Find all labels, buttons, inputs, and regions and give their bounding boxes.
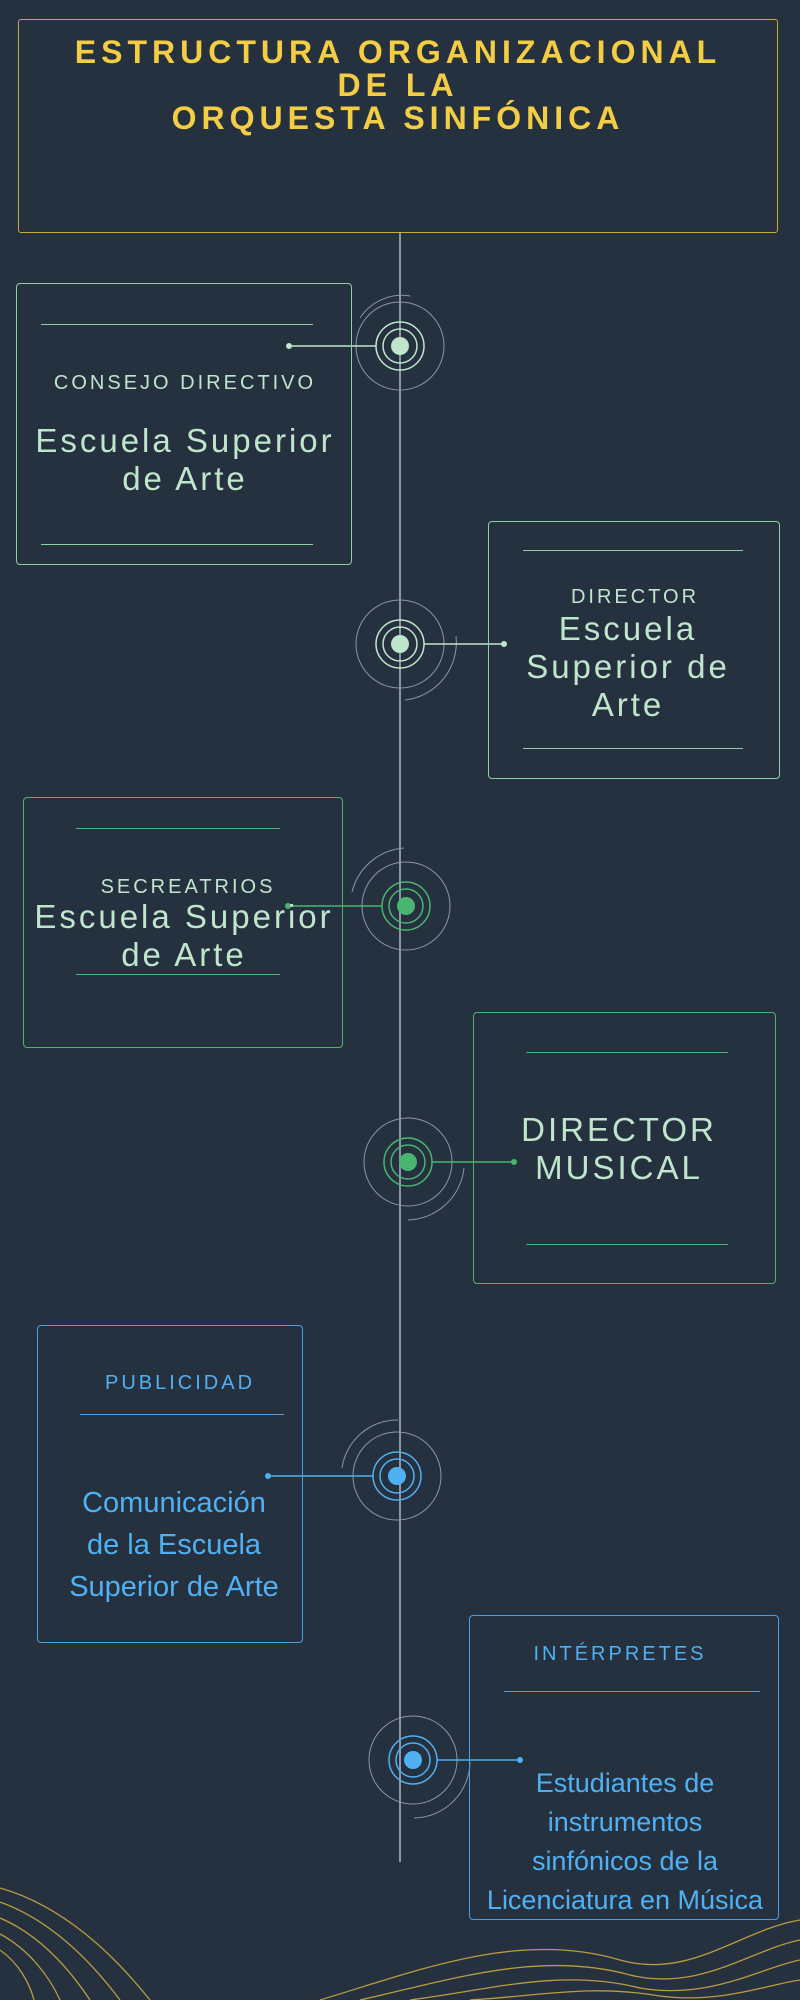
node-marker-director-musical <box>363 1117 517 1221</box>
divider <box>526 1052 728 1053</box>
card-category: INTÉRPRETES <box>533 1643 707 1665</box>
card-name-line: de Arte <box>121 936 247 973</box>
node-marker-publicidad <box>265 1419 442 1521</box>
divider <box>76 974 280 975</box>
divider <box>41 324 313 325</box>
card-name: Escuela Superior de Arte <box>24 898 344 974</box>
card-director: DIRECTOR Escuela Superior de Arte <box>488 521 780 779</box>
node-marker-secretarios <box>285 847 451 951</box>
card-name-line: instrumentos <box>547 1807 703 1837</box>
card-director-musical: DIRECTOR MUSICAL <box>473 1012 776 1284</box>
decorative-waves <box>0 1887 800 2000</box>
card-name-line: Superior de Arte <box>69 1571 279 1603</box>
card-name-line: Superior de <box>526 648 730 685</box>
card-name-line: de Arte <box>122 460 248 497</box>
card-category: DIRECTOR MUSICAL <box>474 1111 764 1187</box>
node-marker-director <box>355 599 507 701</box>
card-consejo-directivo: CONSEJO DIRECTIVO Escuela Superior de Ar… <box>16 283 352 565</box>
title-frame <box>18 19 778 233</box>
card-name-line: Comunicación <box>82 1487 266 1519</box>
card-category: DIRECTOR <box>570 586 700 608</box>
card-name: Comunicación de la Escuela Superior de A… <box>38 1482 310 1608</box>
card-name-line: Escuela <box>558 610 698 647</box>
card-name-line: sinfónicos de la <box>531 1846 719 1876</box>
card-name: Estudiantes de instrumentos sinfónicos d… <box>470 1764 780 1920</box>
divider <box>41 544 313 545</box>
node-marker-consejo <box>286 294 445 391</box>
page-title: ESTRUCTURA ORGANIZACIONAL DE LA ORQUESTA… <box>18 36 778 135</box>
card-category: PUBLICIDAD <box>104 1372 256 1394</box>
card-category: SECREATRIOS <box>100 876 276 898</box>
card-name-line: Escuela Superior <box>34 898 334 935</box>
card-category-line: DIRECTOR <box>521 1111 717 1148</box>
card-name: Escuela Superior de Arte <box>489 610 767 724</box>
divider <box>523 748 743 749</box>
divider <box>76 828 280 829</box>
card-name-line: Arte <box>591 686 665 723</box>
divider <box>504 1691 760 1692</box>
title-line-2: DE LA <box>337 67 459 103</box>
card-publicidad: PUBLICIDAD Comunicación de la Escuela Su… <box>37 1325 303 1643</box>
divider <box>523 550 743 551</box>
title-line-1: ESTRUCTURA ORGANIZACIONAL <box>74 34 722 70</box>
node-marker-interpretes <box>368 1715 523 1819</box>
card-name: Escuela Superior de Arte <box>17 422 353 498</box>
card-name-line: Escuela Superior <box>35 422 335 459</box>
divider <box>526 1244 728 1245</box>
divider <box>80 1414 284 1415</box>
title-line-3: ORQUESTA SINFÓNICA <box>171 100 625 136</box>
card-interpretes: INTÉRPRETES Estudiantes de instrumentos … <box>469 1615 779 1920</box>
card-name-line: Estudiantes de <box>535 1768 715 1798</box>
card-name-line: Licenciatura en Música <box>486 1885 764 1915</box>
card-category-line: MUSICAL <box>535 1149 703 1186</box>
card-category: CONSEJO DIRECTIVO <box>53 372 317 394</box>
card-secretarios: SECREATRIOS Escuela Superior de Arte <box>23 797 343 1048</box>
card-name-line: de la Escuela <box>86 1529 262 1561</box>
